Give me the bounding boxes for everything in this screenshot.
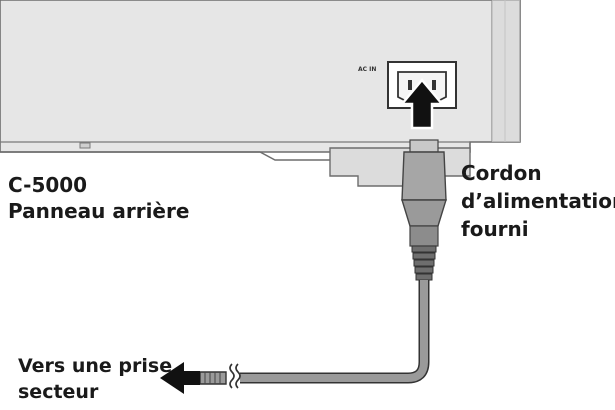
outlet-label-line1: Vers une prise (18, 355, 173, 377)
model-label: C-5000 (8, 173, 88, 197)
cord-strain-relief (411, 245, 437, 281)
cable-end (199, 371, 227, 385)
power-cable (240, 280, 430, 384)
instrument-rear-panel (0, 0, 521, 161)
panel-underside-block (329, 147, 471, 187)
cord-label-line3: fourni (461, 217, 529, 241)
outlet-label-line2: secteur (18, 381, 99, 403)
up-arrow-icon (399, 78, 445, 130)
cable-end-ribs (204, 372, 221, 384)
squiggle-break-icon (229, 363, 241, 389)
left-arrow-icon (160, 362, 200, 394)
cord-label-line1: Cordon (461, 161, 542, 185)
cord-label-line2: d’alimentation (461, 189, 615, 213)
rear-panel-label: Panneau arrière (8, 199, 190, 223)
power-plug (401, 139, 447, 247)
ac-in-label: AC IN (358, 66, 376, 73)
